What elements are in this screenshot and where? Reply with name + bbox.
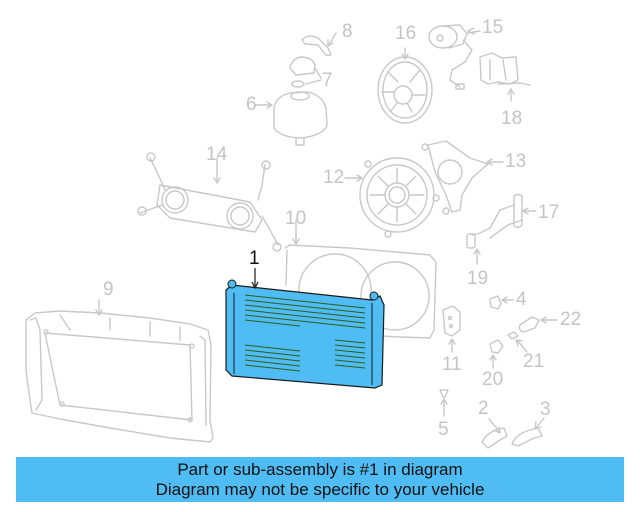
- callout-21[interactable]: 21: [523, 351, 545, 372]
- mount-bracket-drawing: [442, 305, 461, 353]
- callout-9[interactable]: 9: [103, 279, 114, 300]
- tank-cap-drawing: [289, 56, 322, 88]
- hose-connector-drawing: [518, 316, 558, 333]
- fan-blade-drawing: [377, 47, 433, 124]
- radiator-support-drawing: [25, 299, 214, 443]
- callout-11[interactable]: 11: [442, 354, 462, 375]
- callout-7[interactable]: 7: [322, 70, 333, 91]
- callout-18[interactable]: 18: [501, 108, 523, 129]
- temp-sensor-drawing: [489, 339, 504, 369]
- clip-drawing: [489, 295, 514, 310]
- expansion-tank-drawing: [255, 91, 328, 146]
- resistor-module-drawing: [479, 52, 531, 102]
- callout-10[interactable]: 10: [285, 208, 307, 229]
- callout-1[interactable]: 1: [249, 248, 260, 269]
- info-banner: Part or sub-assembly is #1 in diagram Di…: [16, 457, 624, 502]
- fan-carrier-drawing: [137, 152, 282, 252]
- callout-15[interactable]: 15: [482, 17, 504, 38]
- callout-12[interactable]: 12: [323, 167, 345, 188]
- tank-bracket-drawing: [301, 32, 337, 56]
- fan-bracket-drawing: [421, 140, 504, 215]
- callout-22[interactable]: 22: [560, 309, 582, 330]
- radiator-highlighted-drawing: [225, 268, 385, 389]
- callout-20[interactable]: 20: [482, 369, 504, 390]
- callout-17[interactable]: 17: [538, 202, 560, 223]
- bracket-right-drawing: [511, 417, 545, 447]
- callout-4[interactable]: 4: [516, 289, 527, 310]
- callout-6[interactable]: 6: [246, 94, 257, 115]
- banner-line-part: Part or sub-assembly is #1 in diagram: [177, 460, 463, 479]
- callout-19[interactable]: 19: [467, 268, 489, 289]
- wiring-harness-drawing: [471, 193, 537, 239]
- callout-14[interactable]: 14: [206, 144, 228, 165]
- callout-8[interactable]: 8: [342, 21, 353, 42]
- banner-line-disclaimer: Diagram may not be specific to your vehi…: [155, 480, 485, 499]
- callout-2[interactable]: 2: [478, 398, 489, 419]
- connector-drawing: [466, 233, 481, 265]
- callout-16[interactable]: 16: [395, 23, 417, 44]
- fan-motor-drawing: [428, 24, 481, 90]
- sensor-seal-drawing: [507, 331, 528, 353]
- callout-5[interactable]: 5: [438, 419, 449, 440]
- fan-assembly-drawing: [344, 157, 440, 238]
- rivet-drawing: [439, 389, 449, 417]
- callout-13[interactable]: 13: [505, 151, 527, 172]
- bracket-left-drawing: [481, 418, 508, 449]
- callout-3[interactable]: 3: [540, 399, 551, 420]
